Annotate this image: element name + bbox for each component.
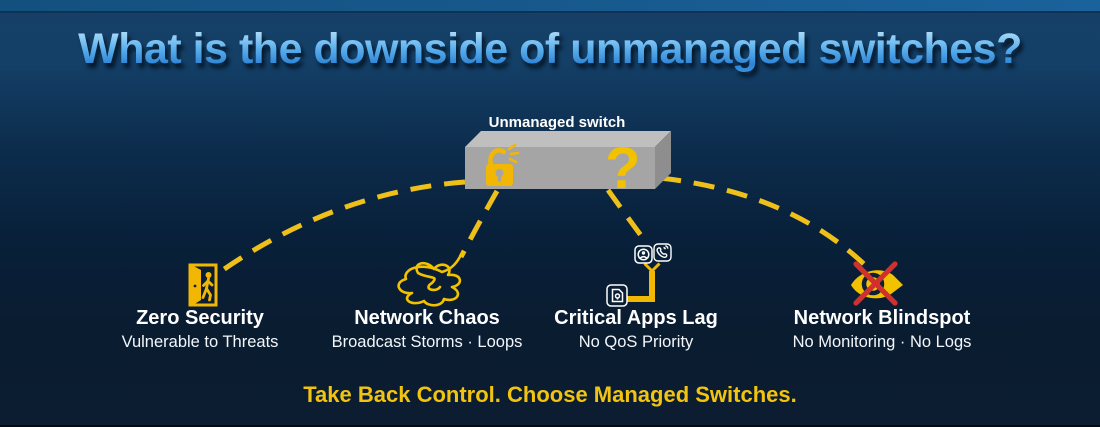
switch-top-face [465,131,671,147]
item-subtext: No Monitoring · No Logs [792,333,972,351]
item-network-chaos: Network Chaos Broadcast Storms · Loops [312,307,542,352]
red-cross [853,261,898,306]
connector-to-network-chaos [458,189,500,259]
item-subtext: No QoS Priority [578,333,694,351]
item-heading: Network Blindspot [793,307,971,329]
apps-lag-icon [606,243,672,307]
lag-path [627,262,661,302]
connector-to-apps-lag [605,188,651,247]
page-title: What is the downside of unmanaged switch… [0,25,1100,74]
item-heading: Network Chaos [354,307,500,329]
unmanaged-switch-box: ? [465,131,671,201]
switch-side-face [655,131,671,189]
item-heading: Zero Security [136,307,264,329]
tangled-cable-icon [397,251,464,307]
phone-app-icon [653,243,672,262]
question-mark-icon: ? [605,136,640,201]
file-app-icon [606,284,628,307]
switch-label: Unmanaged switch [488,114,626,131]
intruder-door-icon [188,263,218,307]
item-heading: Critical Apps Lag [554,307,718,329]
video-call-app-icon [634,245,653,264]
item-critical-apps-lag: Critical Apps Lag No QoS Priority [521,307,751,352]
connector-to-blindspot [659,175,874,274]
crossed-eye-icon [851,261,903,306]
item-subtext: Broadcast Storms · Loops [331,333,523,351]
tagline: Take Back Control. Choose Managed Switch… [303,382,797,407]
top-accent-bar [0,0,1100,13]
item-network-blindspot: Network Blindspot No Monitoring · No Log… [767,307,997,352]
item-subtext: Vulnerable to Threats [121,333,279,351]
item-zero-security: Zero Security Vulnerable to Threats [85,307,315,352]
open-padlock-icon [486,143,520,186]
